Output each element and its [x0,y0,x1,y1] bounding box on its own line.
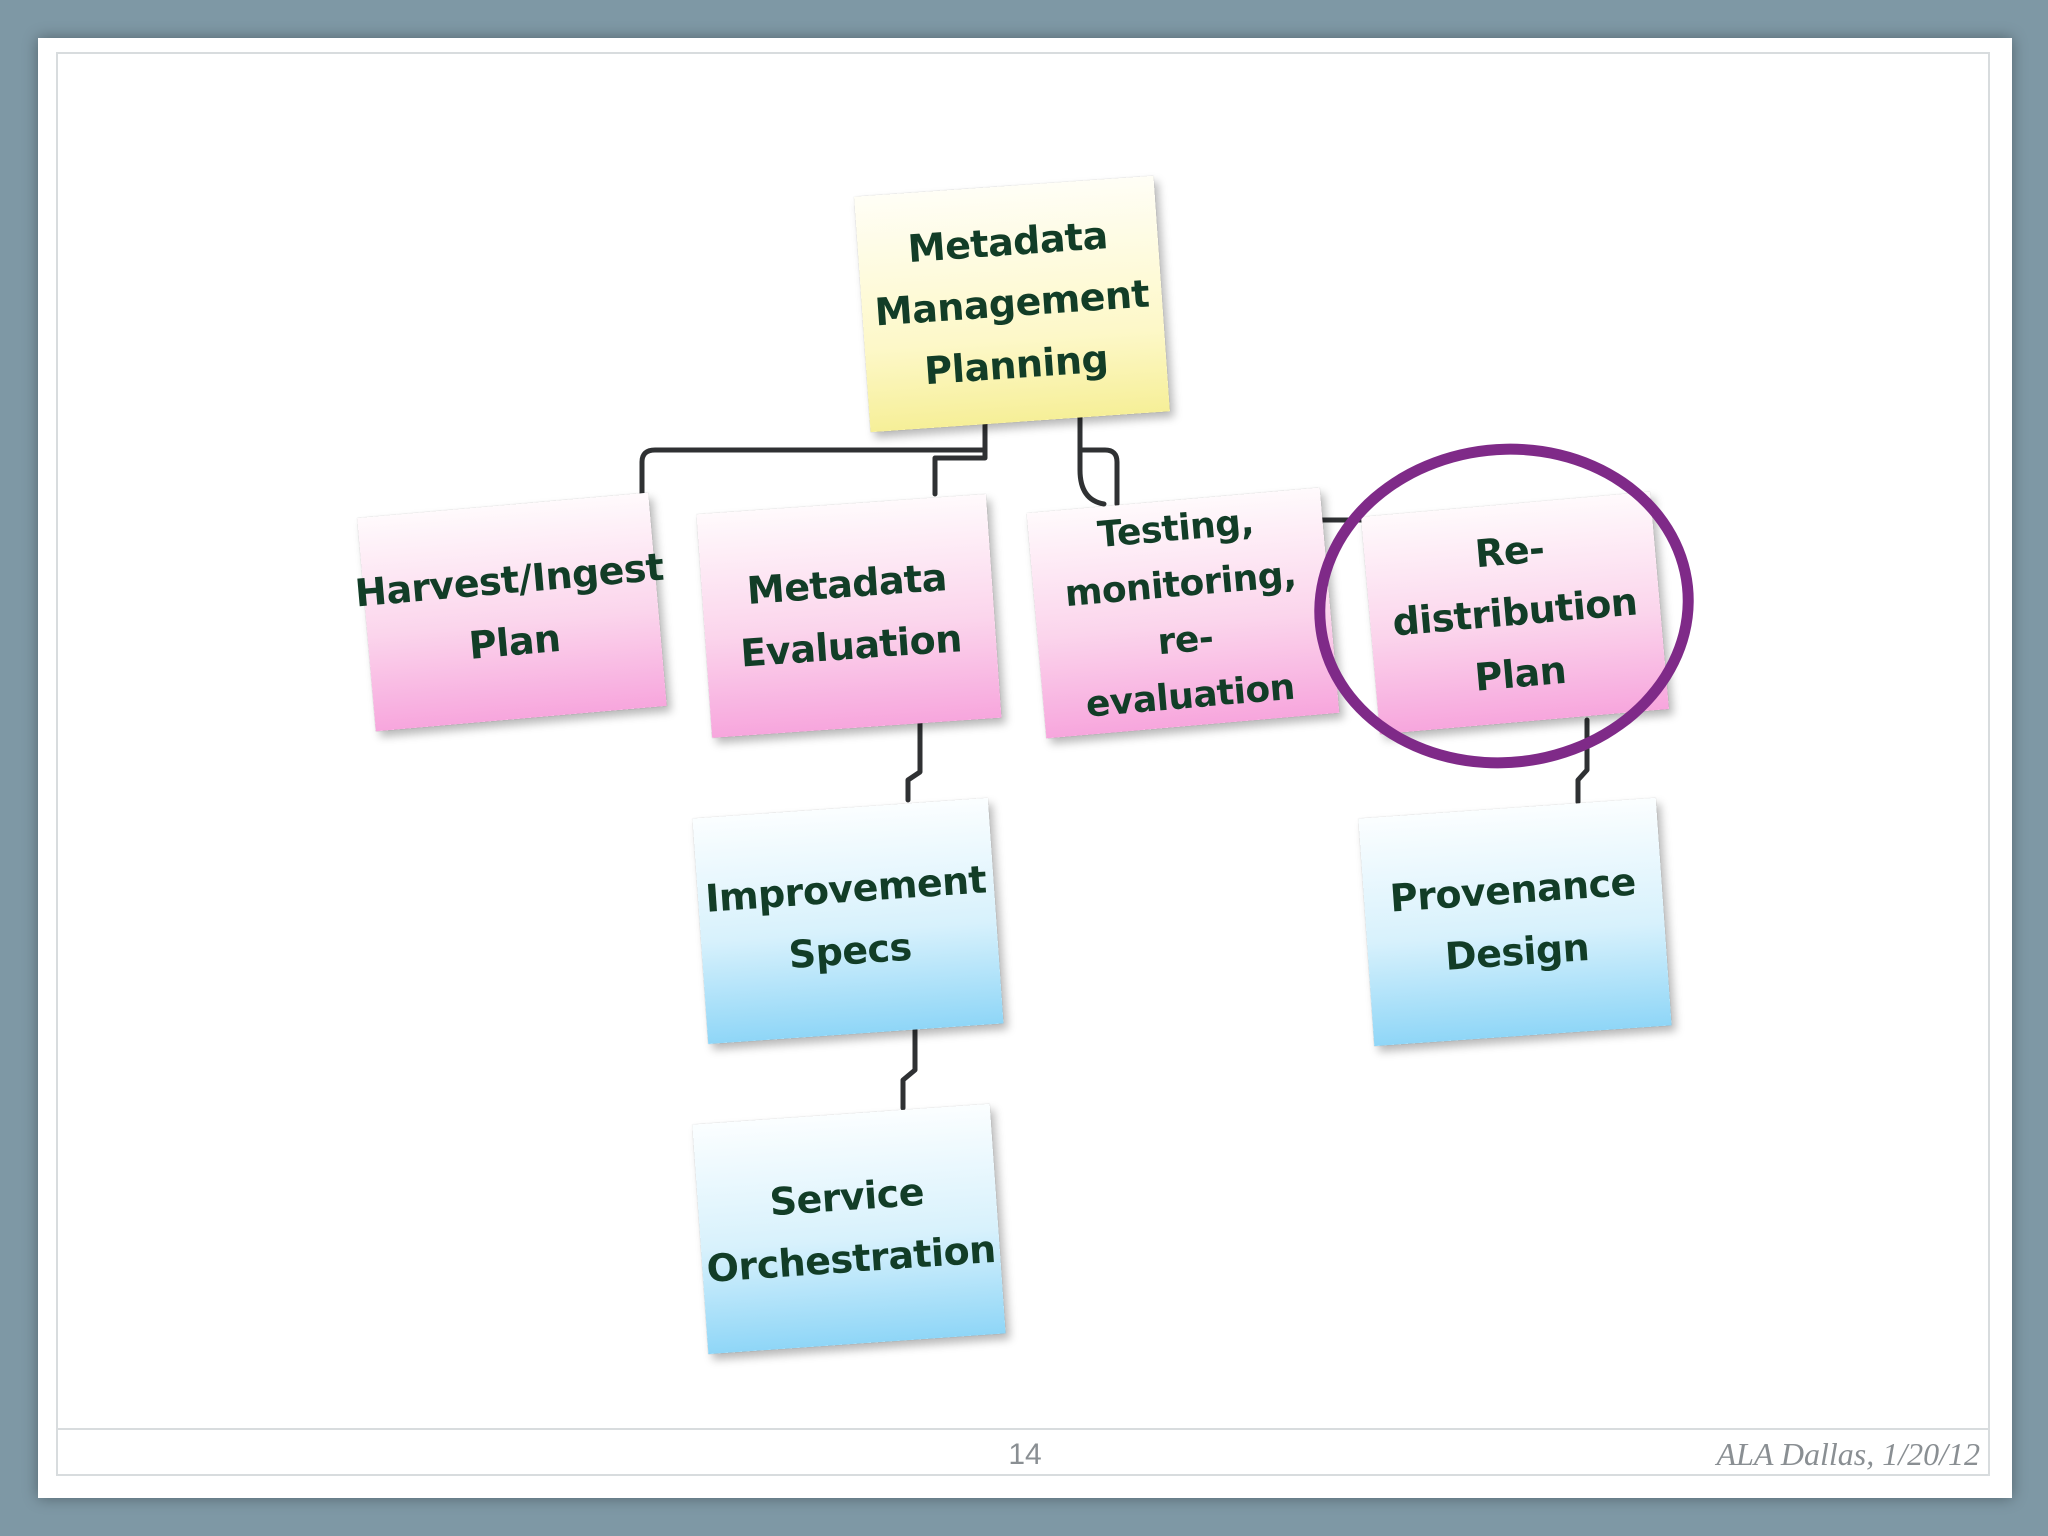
edge-root-to-harvest [639,417,988,517]
node-label: Metadata Evaluation [739,555,964,676]
edge-evaluation-to-improvement [905,715,923,803]
node-label: Metadata Management Planning [873,212,1151,393]
node-metadata-management-planning: Metadata Management Planning [854,175,1170,433]
node-label: Service Orchestration [705,1170,997,1291]
edge-root-to-redistribution [1077,447,1120,507]
node-label: Testing, monitoring, re- evaluation [1063,501,1298,726]
node-label: Improvement Specs [703,857,988,978]
node-service-orchestration: Service Orchestration [692,1103,1006,1355]
node-label: Provenance Design [1388,859,1638,979]
edge-root-to-testing [1077,407,1107,507]
node-label: Harvest/Ingest Plan [353,545,666,668]
node-improvement-specs: Improvement Specs [692,797,1004,1045]
node-testing-monitoring-reevaluation: Testing, monitoring, re- evaluation [1026,487,1340,739]
node-metadata-evaluation: Metadata Evaluation [696,494,1002,738]
edge-improvement-to-orchestration [900,1027,918,1111]
footer-divider [56,1428,1990,1430]
slide-frame [56,52,1990,1476]
page-number: 14 [1008,1438,1042,1471]
footer-note: ALA Dallas, 1/20/12 [1716,1436,1980,1472]
edge-root-to-evaluation [932,417,988,497]
node-harvest-ingest-plan: Harvest/Ingest Plan [353,492,667,732]
node-provenance-design: Provenance Design [1358,797,1672,1047]
edge-redistribution-to-provenance [1575,717,1590,805]
